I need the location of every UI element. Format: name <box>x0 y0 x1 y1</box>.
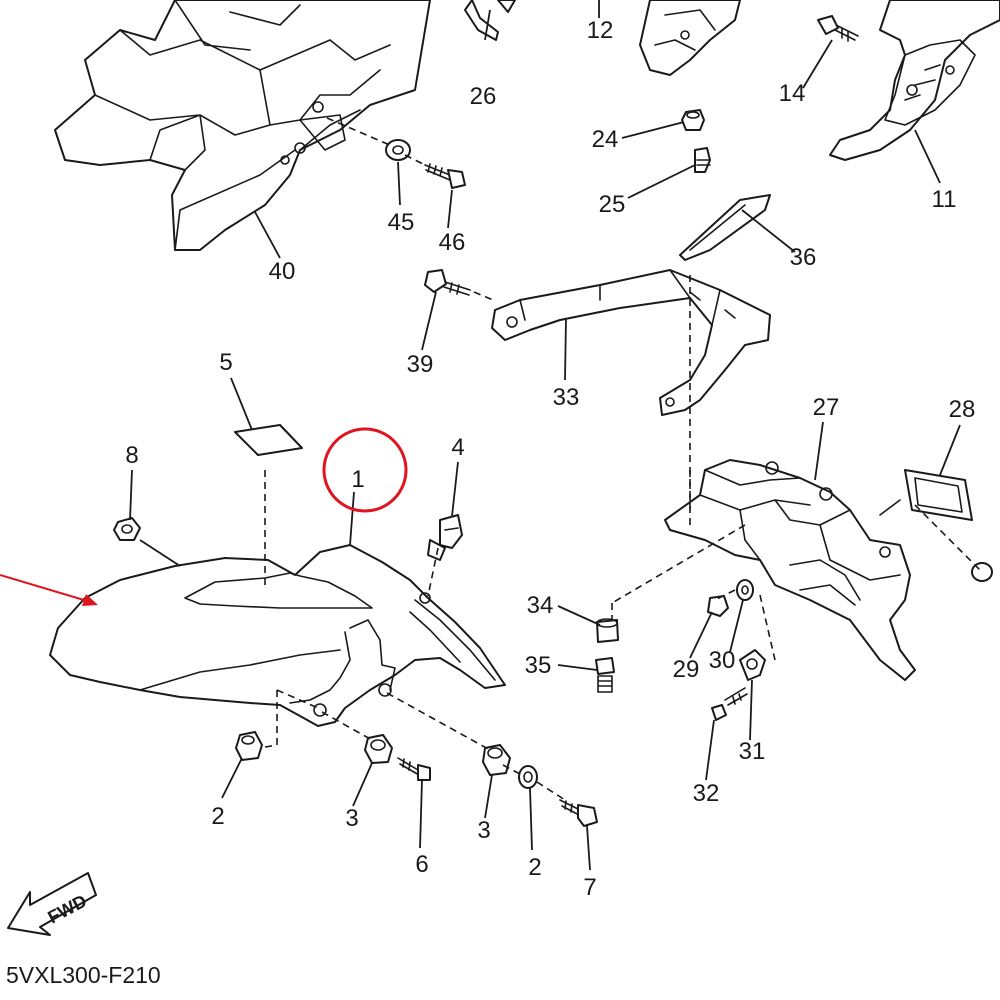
part-40-seat-frame <box>54 0 431 251</box>
callout-27: 27 <box>813 394 840 421</box>
part-30-washer <box>736 579 754 601</box>
part-35-screw <box>595 657 615 693</box>
callout-3-left: 3 <box>345 805 358 832</box>
callout-12: 12 <box>587 17 614 44</box>
callout-5: 5 <box>219 349 232 376</box>
callout-labels: 1 2 2 3 3 4 5 6 7 8 11 12 14 24 25 26 27… <box>125 17 975 901</box>
fwd-direction-arrow: FWD <box>7 872 97 936</box>
callout-33: 33 <box>553 384 580 411</box>
callout-46: 46 <box>439 229 466 256</box>
part-2-washer-right <box>518 765 538 789</box>
callout-4: 4 <box>451 434 464 461</box>
part-25-screw <box>694 147 711 173</box>
highlight-arrowhead <box>82 594 98 606</box>
part-14-bolt <box>817 15 859 42</box>
part-28-reflector <box>879 469 973 521</box>
part-3-collar-right <box>482 744 511 776</box>
part-5-pad <box>234 424 303 456</box>
callout-40: 40 <box>269 258 296 285</box>
highlight-annotation <box>0 427 408 606</box>
callout-35: 35 <box>525 652 552 679</box>
leader-lines <box>129 0 961 871</box>
highlight-arrow <box>0 574 95 604</box>
callout-28: 28 <box>949 396 976 423</box>
callout-31: 31 <box>739 738 766 765</box>
callout-11: 11 <box>932 186 957 213</box>
callout-8: 8 <box>125 442 138 469</box>
part-26-clip <box>464 0 516 41</box>
highlight-circle <box>322 427 408 513</box>
part-8-nut <box>113 517 141 541</box>
part-2-washer-left <box>235 731 263 761</box>
callout-2-right: 2 <box>528 854 541 881</box>
part-32-screw <box>711 687 748 721</box>
callout-29: 29 <box>673 656 700 683</box>
callout-34: 34 <box>527 592 554 619</box>
part-4-clip <box>427 514 463 561</box>
callout-36: 36 <box>790 244 817 271</box>
callout-7: 7 <box>583 874 596 901</box>
callout-1: 1 <box>351 466 364 493</box>
part-46-bolt <box>424 163 466 189</box>
part-24-nut <box>681 109 705 131</box>
part-3-collar-left <box>364 734 393 764</box>
part-45-grommet <box>385 139 411 161</box>
part-31-clamp <box>739 649 766 681</box>
callout-6: 6 <box>415 851 428 878</box>
part-11-grab-handle <box>829 0 1000 161</box>
callout-25: 25 <box>599 191 626 218</box>
part-7-bolt <box>559 799 598 827</box>
callout-32: 32 <box>693 780 720 807</box>
part-1-front-fender <box>49 544 506 727</box>
callout-2-left: 2 <box>211 803 224 830</box>
assembly-lines <box>259 117 981 801</box>
part-39-bolt <box>424 269 471 296</box>
drawing-code: 5VXL300-F210 <box>6 962 161 988</box>
callout-24: 24 <box>592 126 619 153</box>
callout-39: 39 <box>407 351 434 378</box>
part-6-bolt <box>397 757 431 781</box>
part-12-cover <box>639 0 741 76</box>
callout-14: 14 <box>779 80 806 107</box>
part-27-license-bracket <box>664 459 916 681</box>
part-33-bracket <box>491 269 771 416</box>
callout-45: 45 <box>388 209 415 236</box>
part-34-grommet <box>596 618 619 643</box>
callout-3-right: 3 <box>477 817 490 844</box>
callout-26: 26 <box>470 83 497 110</box>
part-36-bracket <box>679 194 771 261</box>
callout-30: 30 <box>709 647 736 674</box>
